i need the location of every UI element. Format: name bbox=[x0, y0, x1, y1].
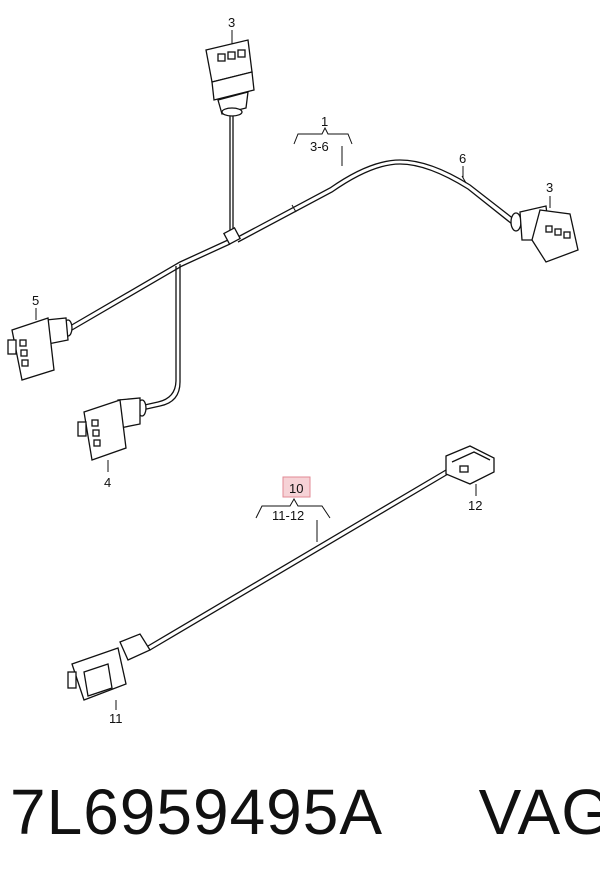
part-number-footer: 7L6959495A VAG bbox=[10, 775, 600, 849]
callout-right-connector: 3 bbox=[546, 180, 553, 195]
callout-lines bbox=[35, 30, 551, 710]
right-connector bbox=[510, 205, 579, 263]
callout-wire-6: 6 bbox=[459, 151, 466, 166]
callout-cable-assembly: 10 bbox=[289, 481, 303, 496]
brand-name: VAG bbox=[478, 776, 600, 848]
lower-connector bbox=[77, 397, 147, 461]
callout-cable-end-11: 11 bbox=[109, 711, 123, 726]
callout-harness-assembly: 1 bbox=[321, 114, 328, 129]
callout-harness-range: 3-6 bbox=[310, 139, 329, 154]
cable-assembly bbox=[67, 445, 495, 701]
callout-lower-connector: 4 bbox=[104, 475, 111, 490]
harness-wires bbox=[69, 112, 516, 411]
callout-cable-range: 11-12 bbox=[272, 508, 304, 523]
part-number: 7L6959495A bbox=[10, 776, 384, 848]
left-connector bbox=[7, 317, 73, 381]
callout-cable-end-12: 12 bbox=[468, 498, 482, 513]
top-connector bbox=[205, 39, 255, 117]
callout-left-connector: 5 bbox=[32, 293, 39, 308]
callout-10-highlight bbox=[282, 476, 311, 498]
callout-top-connector: 3 bbox=[228, 15, 235, 30]
